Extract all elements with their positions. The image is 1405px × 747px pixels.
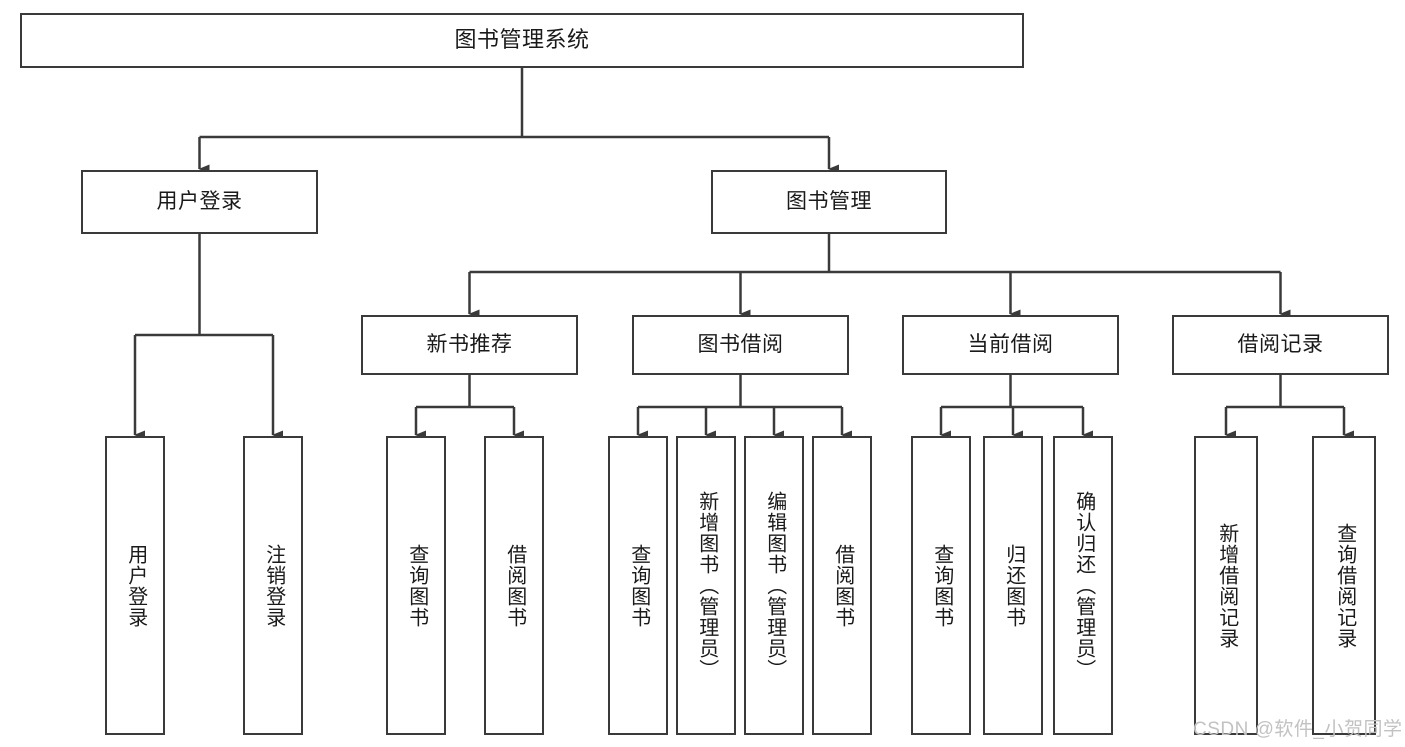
node-label: 编辑图书（管理员） [763, 491, 786, 680]
node-book-manage[interactable]: 图书管理 [711, 170, 947, 234]
node-root[interactable]: 图书管理系统 [20, 13, 1024, 68]
node-label: 查询借阅记录 [1333, 522, 1356, 649]
node-label: 图书管理 [786, 190, 872, 214]
node-label: 借阅记录 [1237, 333, 1324, 357]
node-login-do[interactable]: 用户登录 [105, 436, 165, 735]
node-bb-add[interactable]: 新增图书（管理员） [676, 436, 736, 735]
node-book-borrow[interactable]: 图书借阅 [632, 315, 849, 375]
node-br-query[interactable]: 查询借阅记录 [1312, 436, 1376, 735]
node-label: 图书借阅 [697, 333, 784, 357]
node-logout-do[interactable]: 注销登录 [243, 436, 303, 735]
node-label: 用户登录 [124, 543, 147, 628]
node-bb-query[interactable]: 查询图书 [608, 436, 668, 735]
node-label: 查询图书 [405, 543, 428, 628]
node-label: 确认归还（管理员） [1072, 491, 1095, 680]
connector-lines [133, 68, 1354, 440]
node-user-login[interactable]: 用户登录 [81, 170, 318, 234]
node-current-borrow[interactable]: 当前借阅 [902, 315, 1119, 375]
node-br-add[interactable]: 新增借阅记录 [1194, 436, 1258, 735]
node-cb-return[interactable]: 归还图书 [983, 436, 1043, 735]
node-label: 查询图书 [930, 543, 953, 628]
node-rec-borrow[interactable]: 借阅图书 [484, 436, 544, 735]
node-bb-edit[interactable]: 编辑图书（管理员） [744, 436, 804, 735]
node-label: 当前借阅 [967, 333, 1054, 357]
node-new-book-rec[interactable]: 新书推荐 [361, 315, 578, 375]
node-rec-query[interactable]: 查询图书 [386, 436, 446, 735]
node-label: 借阅图书 [831, 543, 854, 628]
node-label: 新书推荐 [426, 333, 513, 357]
node-cb-confirm[interactable]: 确认归还（管理员） [1053, 436, 1113, 735]
node-label: 归还图书 [1002, 543, 1025, 628]
node-label: 查询图书 [627, 543, 650, 628]
node-label: 新增借阅记录 [1215, 522, 1238, 649]
node-borrow-record[interactable]: 借阅记录 [1172, 315, 1389, 375]
node-cb-query[interactable]: 查询图书 [911, 436, 971, 735]
node-label: 用户登录 [156, 190, 243, 214]
node-label: 借阅图书 [503, 543, 526, 628]
node-bb-borrow[interactable]: 借阅图书 [812, 436, 872, 735]
node-label: 注销登录 [262, 543, 285, 628]
node-label: 图书管理系统 [454, 27, 590, 53]
node-label: 新增图书（管理员） [695, 491, 718, 680]
